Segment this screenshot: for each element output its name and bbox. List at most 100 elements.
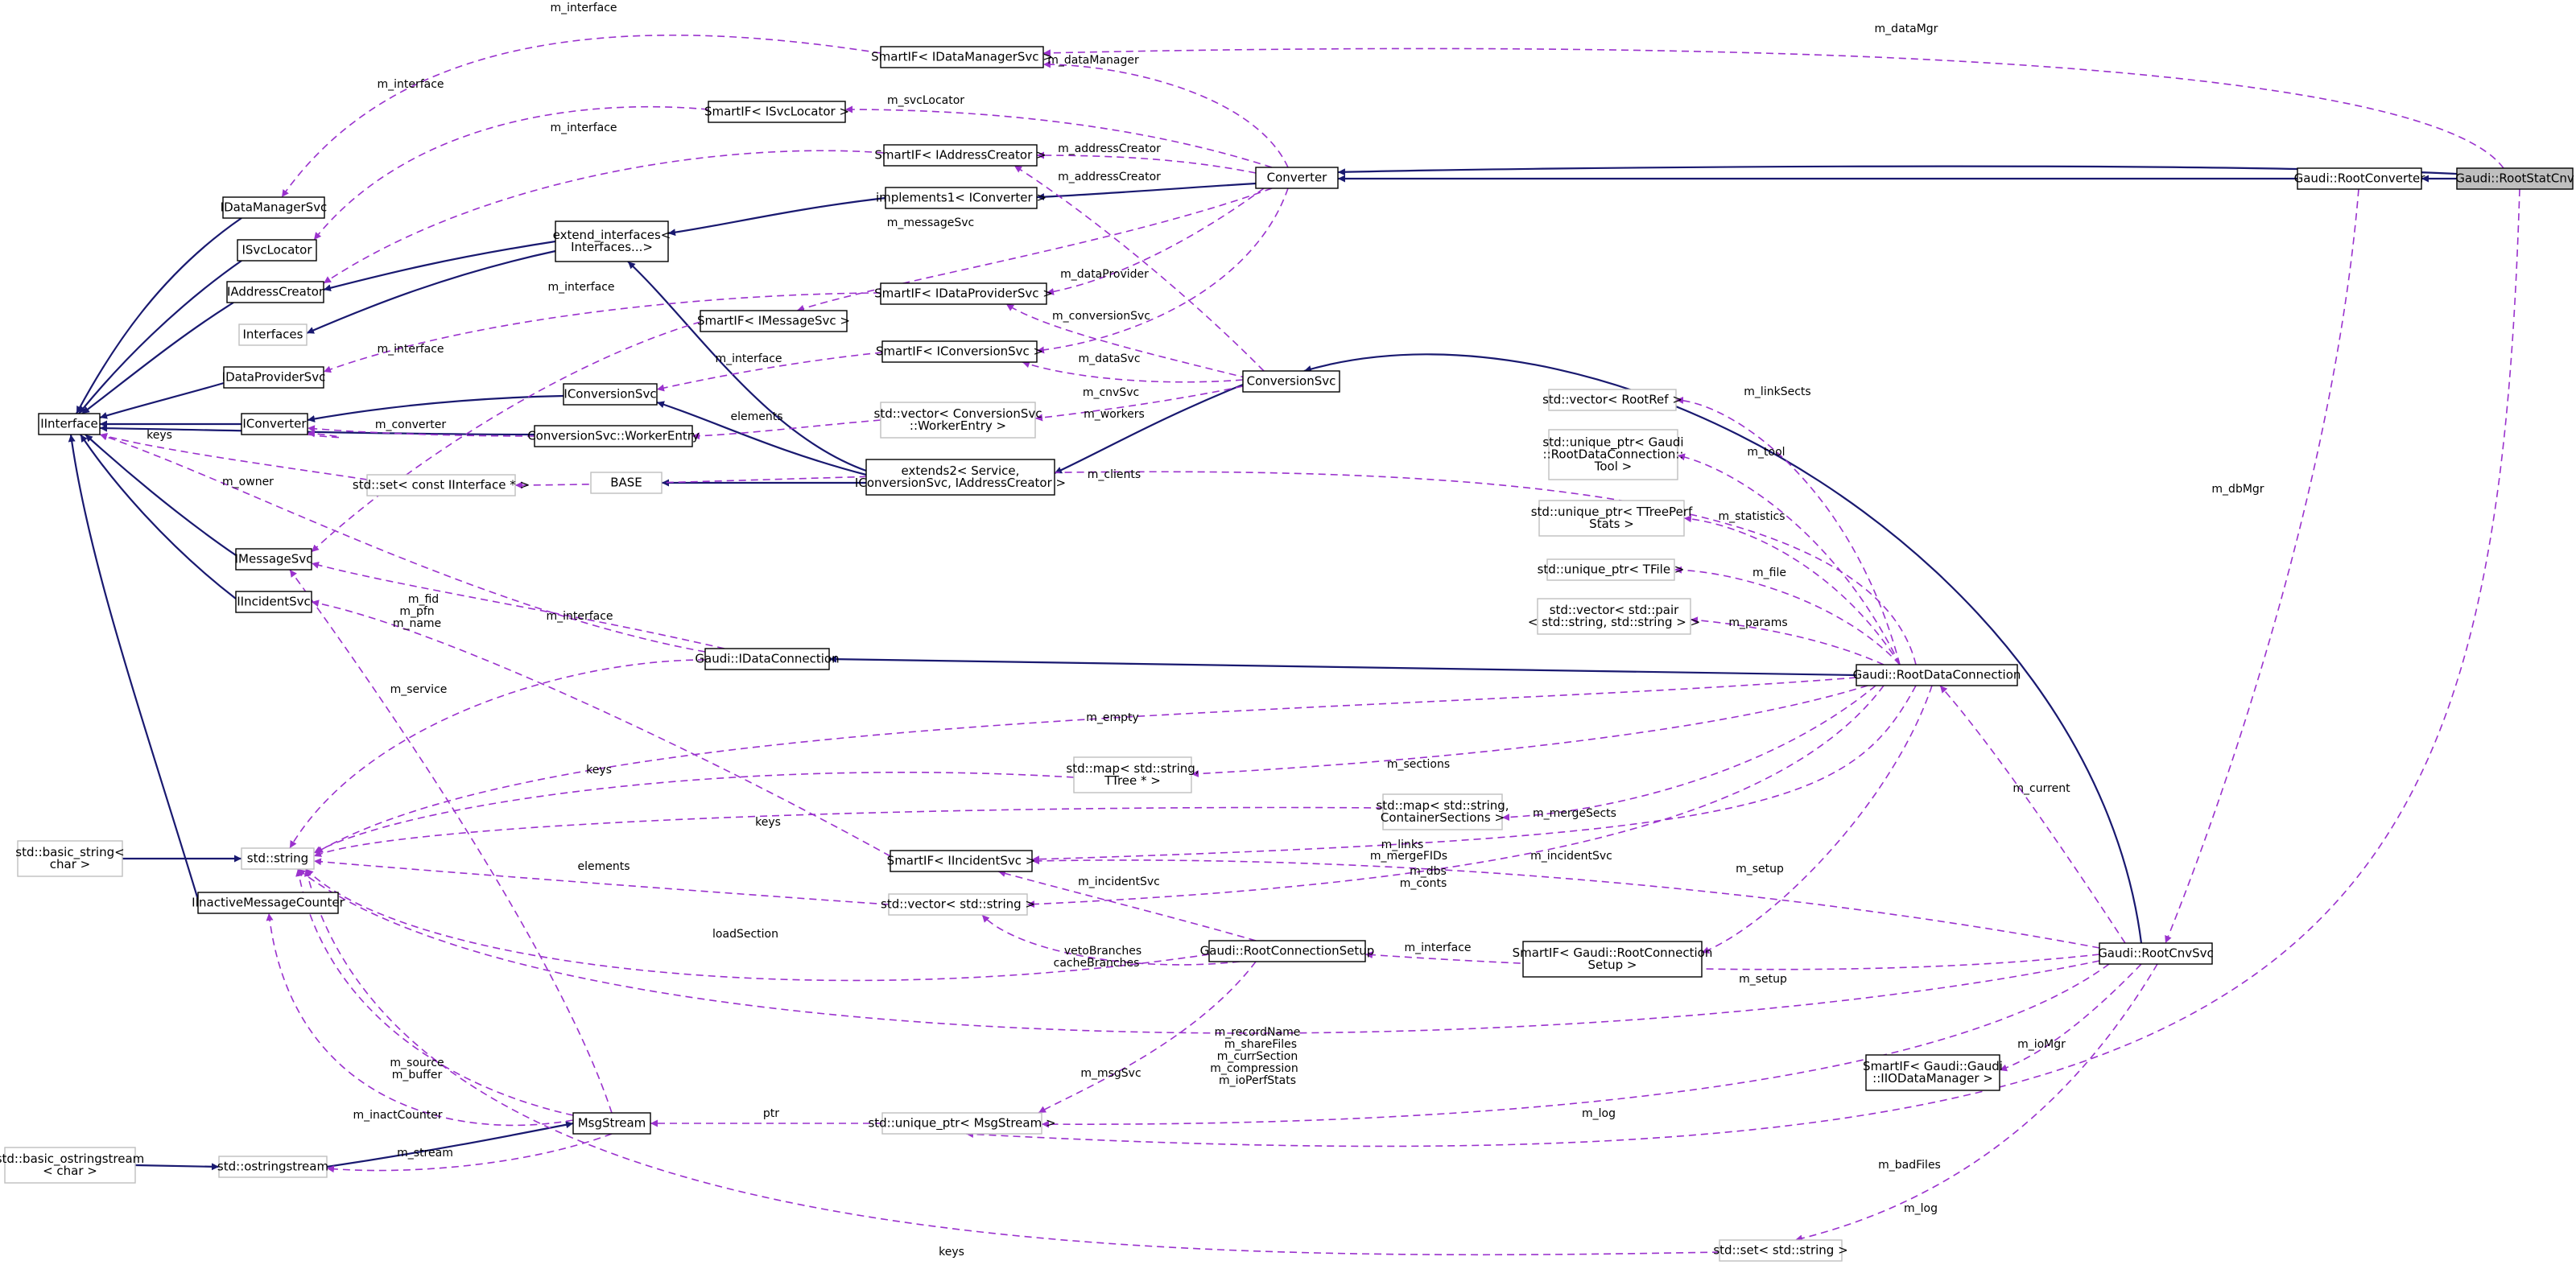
class-node-label: Gaudi::RootConnectionSetup [1200, 944, 1375, 958]
usage-edge-IConverter-to-IConverter [307, 430, 341, 439]
edge-label-l_links: m_links [1381, 838, 1424, 851]
usage-edge-RootConnectionSetup-to-stdstring [305, 868, 1210, 982]
edge-label-l_pfn: m_pfn [399, 605, 434, 618]
class-node-label: Interfaces...> [571, 240, 653, 254]
class-node-label: std::vector< RootRef > [1542, 393, 1682, 407]
class-node-IIncidentSvc[interactable]: IIncidentSvc [235, 591, 312, 613]
class-node-box [1865, 1054, 2000, 1091]
usage-edge-Converter-to-SmartIF_IMessageSvc [796, 187, 1273, 312]
class-node-label: < char > [43, 1164, 97, 1178]
usage-edge-vector_string-to-stdstring [313, 858, 890, 905]
edge-label-l_iface_msg: m_interface [377, 343, 444, 356]
inheritance-edge-extends2-to-IConversionSvc [656, 401, 867, 476]
class-node-IDataManagerSvc[interactable]: IDataManagerSvc [221, 196, 328, 219]
edge-label-l_dataManager: m_dataManager [1047, 54, 1139, 67]
usage-edge-RootConnectionSetup-to-uptr_MsgStream [1038, 961, 1257, 1114]
edge-label-l_keys_setstr: keys [939, 1246, 964, 1259]
edge-label-l_fid: m_fid [408, 593, 439, 606]
class-node-Converter[interactable]: Converter [1255, 167, 1339, 189]
edge-label-l_msgSvc: m_msgSvc [1080, 1067, 1141, 1080]
usage-edge-RootDataConnection-to-SmartIF_IIncidentSvc [1031, 685, 1917, 863]
class-node-SmartIF_IIODataManager[interactable]: SmartIF< Gaudi::Gaudi::IIODataManager > [1863, 1054, 2003, 1091]
inheritance-edge-IConversionSvc-to-IConverter [307, 394, 564, 422]
edge-label-l_buffer: m_buffer [392, 1069, 443, 1082]
inheritance-edge-extend_interfaces-to-Interfaces [306, 249, 556, 335]
class-node-SmartIF_IConversionSvc[interactable]: SmartIF< IConversionSvc > [876, 340, 1043, 363]
class-node-implements1[interactable]: implements1< IConverter > [876, 187, 1046, 209]
class-node-extends2[interactable]: extends2< Service,IConversionSvc, IAddre… [855, 459, 1066, 496]
class-node-label: < std::string, std::string > > [1528, 615, 1700, 629]
class-node-IConversionSvc[interactable]: IConversionSvc [563, 383, 658, 406]
edge-label-l_elements_we: elements [730, 410, 782, 423]
edge-label-l_dataProvider: m_dataProvider [1060, 268, 1149, 281]
class-node-ISvcLocator[interactable]: ISvcLocator [237, 239, 317, 262]
class-node-label: IMessageSvc [235, 552, 313, 567]
class-node-IDataConnection[interactable]: Gaudi::IDataConnection [695, 648, 840, 670]
usage-edge-ConversionSvc-to-SmartIF_IAddressCreator [1013, 165, 1265, 372]
class-node-IConverter[interactable]: IConverter [241, 413, 308, 435]
class-node-SmartIF_IMessageSvc[interactable]: SmartIF< IMessageSvc > [697, 310, 850, 332]
usage-edge-RootCnvSvc-to-RootConnectionSetup [1364, 951, 2100, 970]
class-node-SmartIF_IIncidentSvc[interactable]: SmartIF< IIncidentSvc > [887, 850, 1036, 872]
usage-edge-IDataConnection-to-IInterface [99, 433, 706, 653]
class-node-SmartIF_IDataManagerSvc[interactable]: SmartIF< IDataManagerSvc > [871, 46, 1053, 68]
class-node-RootConverter[interactable]: Gaudi::RootConverter [2294, 167, 2426, 190]
class-node-SmartIF_IAddressCreator[interactable]: SmartIF< IAddressCreator > [874, 144, 1046, 167]
inheritance-edge-ConversionSvc-to-extends2 [1054, 383, 1244, 474]
inheritance-edge-IInactiveMessageCounter-to-IInterface [68, 434, 200, 900]
usage-edge-RootConverter-to-RootCnvSvc [2165, 188, 2359, 944]
class-node-IAddressCreator[interactable]: IAddressCreator [226, 281, 324, 303]
class-node-box [2297, 167, 2422, 190]
usage-edge-RootDataConnection-to-uptr_TTreePerfStats [1683, 515, 1901, 665]
class-node-label: ::WorkerEntry > [910, 418, 1006, 433]
class-node-ConversionSvc[interactable]: ConversionSvc [1242, 370, 1340, 393]
class-node-box [4, 1147, 136, 1184]
class-node-extend_interfaces[interactable]: extend_interfaces<Interfaces...> [553, 220, 671, 262]
edge-label-l_params: m_params [1728, 616, 1787, 629]
class-node-label: std::basic_string< [15, 845, 124, 860]
class-node-IDataProviderSvc[interactable]: IDataProviderSvc [222, 366, 326, 389]
class-node-box [237, 239, 317, 262]
class-node-IMessageSvc[interactable]: IMessageSvc [235, 548, 313, 571]
class-node-label: BASE [610, 476, 642, 490]
class-node-SmartIF_ISvcLocator[interactable]: SmartIF< ISvcLocator > [704, 101, 849, 123]
class-node-RootConnectionSetup[interactable]: Gaudi::RootConnectionSetup [1200, 940, 1375, 962]
class-node-box [1548, 429, 1678, 480]
class-node-stdstring: std::string [241, 847, 315, 870]
usage-edge-map_TTree-to-stdstring [313, 771, 1075, 854]
edges [68, 34, 2520, 1256]
edge-label-l_cnvSvc: m_cnvSvc [1083, 386, 1139, 399]
class-node-IInterface[interactable]: IInterface [38, 413, 101, 435]
edge-label-l_incidentSvc1: m_incidentSvc [1530, 850, 1612, 863]
class-node-box [38, 413, 101, 435]
class-node-box [555, 220, 669, 262]
class-node-box [1546, 558, 1675, 581]
usage-edge-SmartIF_IConversionSvc-to-IConversionSvc [656, 352, 883, 392]
inheritance-edge-IAddressCreator-to-IInterface [81, 302, 234, 414]
class-node-label: IDataProviderSvc [222, 370, 326, 385]
class-node-label: Tool > [1594, 459, 1632, 474]
inheritance-edge-implements1-to-extend_interfaces [667, 196, 886, 237]
class-node-RootCnvSvc[interactable]: Gaudi::RootCnvSvc [2098, 942, 2214, 965]
usage-edge-set_string-to-stdstring [303, 868, 1720, 1256]
usage-edge-SmartIF_IMessageSvc-to-IMessageSvc [311, 321, 701, 553]
usage-edge-MsgStream-to-IInactiveMessageCounter [266, 913, 574, 1127]
class-node-WorkerEntry[interactable]: ConversionSvc::WorkerEntry [527, 425, 700, 447]
class-node-RootDataConnection[interactable]: Gaudi::RootDataConnection [1853, 664, 2021, 686]
class-node-IInactiveMessageCounter[interactable]: IInactiveMessageCounter [192, 892, 345, 914]
class-node-set_string: std::set< std::string > [1713, 1239, 1848, 1262]
class-node-label: std::map< std::string, [1066, 761, 1199, 776]
class-node-label: std::unique_ptr< TFile > [1538, 562, 1685, 578]
class-node-label: SmartIF< IDataProviderSvc > [874, 286, 1053, 301]
class-node-SmartIF_IDataProviderSvc[interactable]: SmartIF< IDataProviderSvc > [874, 282, 1053, 305]
class-node-box [238, 323, 308, 346]
class-node-MsgStream[interactable]: MsgStream [572, 1112, 651, 1135]
class-node-box [890, 850, 1033, 872]
usage-edge-RootDataConnection-to-map_TTree [1191, 685, 1868, 778]
class-node-label: std::vector< std::string > [881, 897, 1035, 912]
usage-edge-RootCnvSvc-to-SmartIF_IIncidentSvc [1031, 857, 2100, 949]
usage-edge-set_IInterface-to-IInterface [99, 432, 368, 480]
class-node-BASE: BASE [590, 472, 663, 494]
usage-edge-MsgStream-to-IMessageSvc [289, 569, 613, 1114]
class-node-SmartIF_RootConnectionSetup[interactable]: SmartIF< Gaudi::RootConnectionSetup > [1513, 941, 1713, 978]
